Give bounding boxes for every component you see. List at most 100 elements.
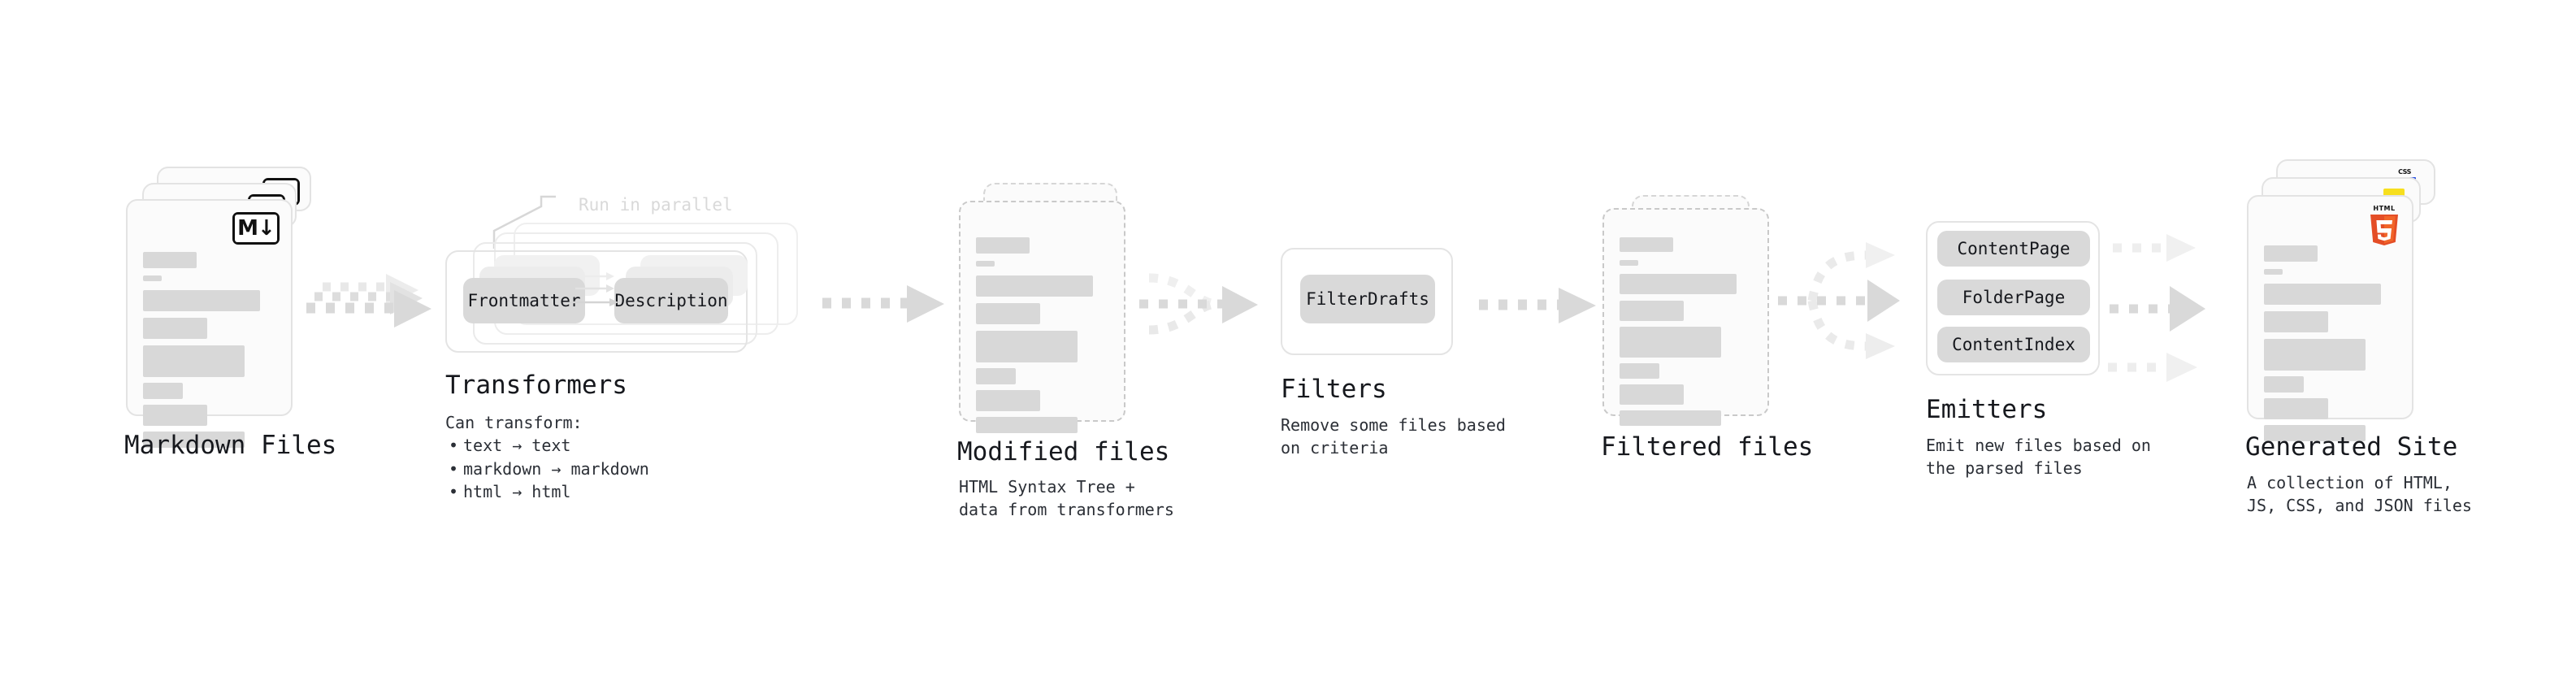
arrowhead	[2166, 234, 2196, 262]
transformers-bullet-list: text → text markdown → markdown html → h…	[445, 434, 649, 504]
doc-line	[143, 290, 260, 311]
stage-title-markdown-files: Markdown Files	[124, 431, 337, 460]
doc-line	[1620, 260, 1638, 266]
arrow-modified-to-filters	[1138, 260, 1284, 353]
generated-file-html: HTML	[2247, 195, 2413, 441]
stage-subtitle-emitters: Emit new files based on the parsed files	[1926, 436, 2151, 479]
arrow-markdown-to-transformers	[305, 272, 435, 340]
stage-title-transformers: Transformers	[445, 371, 627, 400]
doc-line	[143, 318, 207, 339]
arrowhead	[2166, 353, 2197, 382]
transformer-inner-arrows	[570, 272, 618, 306]
arrow-transformers-to-modified	[821, 280, 951, 332]
modified-file-stack	[959, 183, 1138, 433]
filter-pill-filterdrafts[interactable]: FilterDrafts	[1300, 275, 1435, 323]
stage-modified-files: Modified files HTML Syntax Tree + data f…	[957, 183, 1174, 519]
transformer-pill-label: Frontmatter	[467, 291, 581, 310]
arrow-icon	[306, 274, 432, 327]
doc-line	[976, 261, 995, 267]
doc-line	[2264, 245, 2318, 262]
emitter-pill-label: ContentIndex	[1952, 335, 2075, 354]
emitter-pill-contentpage[interactable]: ContentPage	[1937, 231, 2090, 267]
arrowhead	[907, 285, 944, 323]
transformer-pill-label: Description	[614, 291, 728, 310]
doc-line	[1620, 384, 1684, 405]
stage-filtered-files: Filtered files	[1601, 195, 1813, 462]
doc-line	[2264, 269, 2283, 275]
arrow-icon-fan-out	[1778, 242, 1900, 359]
doc-line	[976, 417, 1078, 433]
doc-line	[976, 303, 1040, 324]
transformer-pill-description[interactable]: Description	[614, 278, 728, 323]
stage-title-filtered-files: Filtered files	[1601, 432, 1814, 462]
stage-subtitle-generated-site: A collection of HTML, JS, CSS, and JSON …	[2247, 473, 2472, 516]
doc-line	[976, 390, 1040, 411]
css-badge-label: CSS	[2398, 168, 2411, 176]
doc-line	[2264, 311, 2328, 332]
emitter-pill-label: ContentPage	[1957, 239, 2071, 258]
arrow-icon	[822, 285, 944, 323]
doc-line	[2264, 339, 2366, 371]
doc-line	[143, 405, 207, 426]
arrow-icon-fan-in	[1139, 273, 1258, 335]
run-in-parallel-leader	[492, 195, 556, 249]
doc-line	[1620, 410, 1721, 426]
arrowhead	[2170, 286, 2205, 332]
doc-line	[2264, 425, 2366, 441]
transformers-bullet: html → html	[449, 480, 649, 504]
doc-line	[976, 331, 1078, 362]
doc-line	[2264, 284, 2381, 305]
doc-line	[143, 252, 197, 268]
arrowhead	[1222, 286, 1258, 323]
emitter-pill-folderpage[interactable]: FolderPage	[1937, 280, 2090, 315]
arrow-filters-to-filtered	[1477, 283, 1607, 333]
doc-line	[2264, 376, 2304, 393]
arrowhead	[1559, 288, 1596, 323]
markdown-file-stack: M↓ M↓ M↓	[126, 167, 313, 448]
doc-line	[143, 432, 245, 448]
doc-line	[976, 368, 1016, 384]
generated-site-stack: CSS HTML	[2247, 159, 2435, 441]
transformer-pill-frontmatter[interactable]: Frontmatter	[463, 278, 585, 323]
filter-pill-label: FilterDrafts	[1306, 289, 1429, 309]
markdown-file-front: M↓	[126, 199, 293, 448]
stage-subtitle-filters: Remove some files based on criteria	[1281, 415, 1506, 458]
run-in-parallel-label: Run in parallel	[579, 195, 733, 215]
svg-text:HTML: HTML	[2373, 205, 2395, 212]
doc-line	[143, 383, 183, 399]
arrow-filtered-to-emitters	[1776, 236, 1923, 385]
stage-title-modified-files: Modified files	[957, 437, 1170, 466]
transformers-caption-lead: Can transform:	[445, 413, 583, 432]
arrowhead	[394, 290, 432, 327]
arrow-icon	[1479, 288, 1596, 323]
doc-line	[1620, 237, 1673, 252]
emitter-pill-label: FolderPage	[1962, 288, 2066, 307]
transformers-bullet: markdown → markdown	[449, 458, 649, 481]
doc-line	[1620, 363, 1659, 379]
stage-title-emitters: Emitters	[1926, 395, 2048, 424]
modified-file-front	[959, 201, 1125, 433]
html5-badge-icon: HTML	[2370, 205, 2398, 245]
arrowhead	[1866, 333, 1895, 359]
stage-title-filters: Filters	[1281, 375, 1387, 404]
arrowhead	[1866, 242, 1895, 268]
filtered-file-stack	[1602, 195, 1781, 439]
doc-line	[976, 275, 1093, 297]
stage-markdown-files: M↓ M↓ M↓	[124, 167, 336, 460]
transformers-bullet: text → text	[449, 434, 649, 458]
stage-subtitle-modified-files: HTML Syntax Tree + data from transformer…	[959, 477, 1174, 520]
markdown-badge: M↓	[232, 212, 280, 245]
transformer-group-front	[445, 250, 748, 353]
doc-line	[1620, 301, 1684, 321]
doc-line	[1620, 327, 1721, 358]
transformers-caption: Can transform: text → text markdown → ma…	[445, 411, 649, 504]
emitter-pill-contentindex[interactable]: ContentIndex	[1937, 327, 2090, 362]
arrow-icon-triple	[2108, 234, 2205, 382]
doc-line	[1620, 274, 1737, 294]
arrowhead	[1867, 280, 1900, 322]
arrow-emitters-to-site	[2108, 228, 2270, 393]
filtered-file-front	[1602, 208, 1769, 426]
doc-line	[976, 237, 1030, 254]
stage-title-generated-site: Generated Site	[2245, 432, 2458, 462]
